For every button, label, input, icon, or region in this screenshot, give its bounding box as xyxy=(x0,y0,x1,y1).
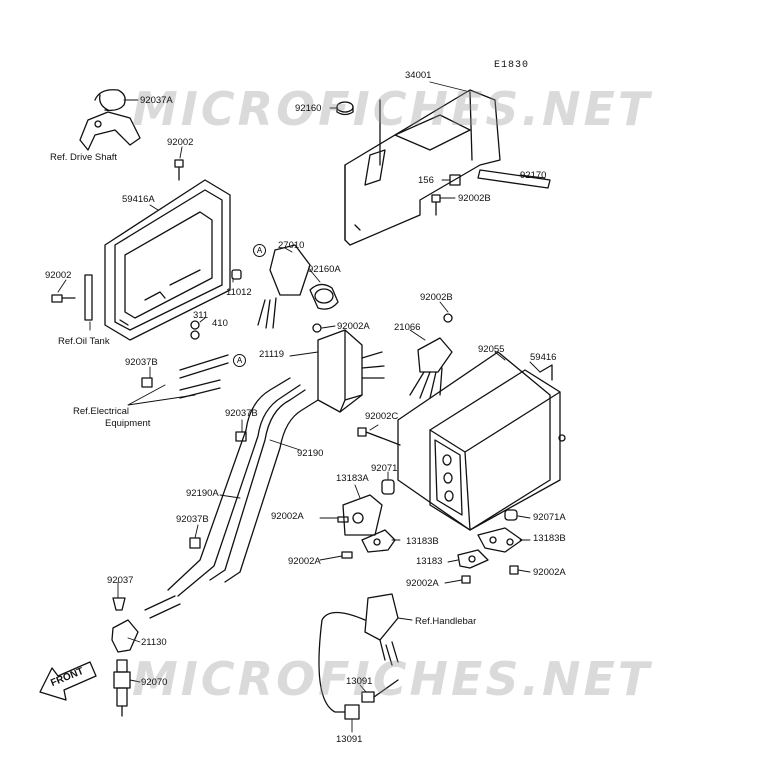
grommet-92071 xyxy=(381,479,395,495)
label-ref-electrical: Ref.Electrical xyxy=(73,406,129,417)
label-ref-oil-tank: Ref.Oil Tank xyxy=(58,336,110,347)
label-92037B-1: 92037B xyxy=(125,357,158,368)
nut-410 xyxy=(190,330,200,340)
bracket-13183A xyxy=(342,494,383,536)
label-34001: 34001 xyxy=(405,70,432,81)
label-92160A: 92160A xyxy=(308,264,341,275)
electric-box-59416 xyxy=(429,364,566,531)
label-92070: 92070 xyxy=(141,677,168,688)
cdi-unit-21119 xyxy=(317,329,385,413)
clamp-92037A xyxy=(94,89,126,112)
callout-marker-a2: A xyxy=(233,354,246,367)
ref-electrical-lead-b xyxy=(179,379,221,399)
label-92002A-a: 92002A xyxy=(271,511,304,522)
label-92055: 92055 xyxy=(478,344,505,355)
label-92071A: 92071A xyxy=(533,512,566,523)
label-21130: 21130 xyxy=(141,637,167,648)
relay-27010 xyxy=(269,244,311,296)
lead-92190A xyxy=(167,377,291,591)
label-ref-handlebar: Ref.Handlebar xyxy=(415,616,477,627)
grommet-92071A xyxy=(504,509,518,521)
grommet-92160A xyxy=(309,283,339,310)
label-92002A-d: 92002A xyxy=(406,578,439,589)
label-92002B-mid: 92002B xyxy=(420,292,453,303)
clamp-92037B-3 xyxy=(189,537,201,549)
bracket-13183B-b xyxy=(477,527,523,553)
clamp-92037B-1 xyxy=(141,377,153,388)
label-311: 311 xyxy=(193,310,209,321)
label-13183: 13183 xyxy=(416,556,443,567)
label-59416A: 59416A xyxy=(122,194,155,205)
label-13091-b: 13091 xyxy=(336,734,363,745)
label-equipment: Equipment xyxy=(105,418,151,429)
label-27010: 27010 xyxy=(278,240,305,251)
front-arrow-icon xyxy=(39,661,97,701)
label-92037B-3: 92037B xyxy=(176,514,209,525)
label-410: 410 xyxy=(212,318,228,329)
label-ref-drive-shaft: Ref. Drive Shaft xyxy=(50,152,118,163)
label-21119: 21119 xyxy=(259,349,285,360)
spark-plug-92070 xyxy=(113,659,131,717)
label-59416: 59416 xyxy=(530,352,557,363)
label-92002A-b: 92002A xyxy=(288,556,321,567)
handlebar-wire xyxy=(318,611,366,713)
washer-311 xyxy=(190,320,200,330)
cover-59416A xyxy=(104,179,231,341)
clamp-13091 xyxy=(344,704,360,720)
cap-11012 xyxy=(231,269,242,280)
gasket-92055 xyxy=(397,351,551,531)
strap-92170 xyxy=(477,169,551,189)
label-92037: 92037 xyxy=(107,575,134,586)
label-21066: 21066 xyxy=(394,322,421,333)
label-13183A: 13183A xyxy=(336,473,369,484)
lead-92190 xyxy=(209,389,306,581)
label-13091-a: 13091 xyxy=(346,676,373,687)
bracket-13183B-a xyxy=(361,529,396,553)
label-92170: 92170 xyxy=(520,170,547,181)
label-92160: 92160 xyxy=(295,103,322,114)
label-92071: 92071 xyxy=(371,463,398,474)
ref-electrical-lead-a xyxy=(179,354,229,379)
nut-156 xyxy=(449,174,461,186)
plug-cap-21130 xyxy=(111,619,139,653)
watermark-bottom: MICROFICHES.NET xyxy=(132,652,653,706)
label-92037A: 92037A xyxy=(140,95,173,106)
label-13183B-b: 13183B xyxy=(533,533,566,544)
label-13183B-a: 13183B xyxy=(406,536,439,547)
clamp-92037B-2 xyxy=(235,431,247,442)
callout-marker-a1: A xyxy=(253,244,266,257)
label-92037B-2: 92037B xyxy=(225,408,258,419)
label-92190A: 92190A xyxy=(186,488,219,499)
watermark-top: MICROFICHES.NET xyxy=(132,82,653,136)
ref-oil-tank-strap xyxy=(84,274,93,321)
label-92002A-c: 92002A xyxy=(533,567,566,578)
label-92002B-top: 92002B xyxy=(458,193,491,204)
clamp-92037 xyxy=(112,597,126,611)
label-156: 156 xyxy=(418,175,434,186)
label-92002C: 92002C xyxy=(365,411,399,422)
label-92002-left: 92002 xyxy=(45,270,72,281)
label-92002-top: 92002 xyxy=(167,137,194,148)
regulator-21066 xyxy=(417,337,453,373)
ref-handlebar-switch xyxy=(364,593,399,641)
label-92190: 92190 xyxy=(297,448,324,459)
label-92002A-mid: 92002A xyxy=(337,321,370,332)
ref-drive-shaft-bracket xyxy=(79,111,141,151)
label-11012: 11012 xyxy=(226,287,252,298)
diagram-code: E1830 xyxy=(494,60,530,71)
bracket-13183 xyxy=(457,549,489,569)
